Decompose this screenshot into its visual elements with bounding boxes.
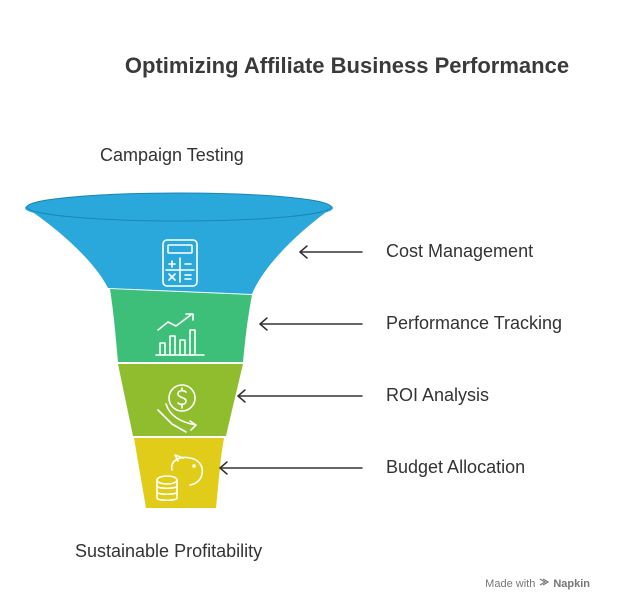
funnel-top-label: Campaign Testing: [100, 145, 244, 165]
stage-label-cost-management: Cost Management: [386, 241, 534, 261]
stage-label-budget-allocation: Budget Allocation: [386, 457, 526, 477]
dollar-return-icon: [157, 384, 197, 433]
funnel-stage-budget-allocation: [134, 438, 224, 508]
stage-label-roi-analysis: ROI Analysis: [386, 385, 490, 405]
funnel-stage-roi-analysis: [118, 364, 243, 436]
page-title: Optimizing Affiliate Business Performanc…: [124, 53, 570, 78]
watermark: Made with Napkin: [485, 577, 590, 590]
growth-chart-icon: [155, 313, 205, 356]
napkin-brand-text: Napkin: [553, 577, 590, 590]
arrow-budget-allocation: [219, 461, 363, 475]
stage-label-performance-tracking: Performance Tracking: [386, 313, 563, 333]
arrow-performance-tracking: [259, 317, 363, 331]
piggy-bank-icon: [156, 454, 204, 502]
arrow-cost-management: [299, 245, 363, 259]
made-with-text: Made with: [485, 577, 536, 590]
funnel-stage-performance-tracking: [110, 289, 252, 362]
funnel-stage-cost-management: [25, 192, 333, 294]
calculator-icon: [162, 239, 198, 287]
napkin-logo-icon: [539, 577, 550, 590]
funnel-bottom-label: Sustainable Profitability: [75, 541, 263, 561]
arrow-roi-analysis: [237, 389, 363, 403]
